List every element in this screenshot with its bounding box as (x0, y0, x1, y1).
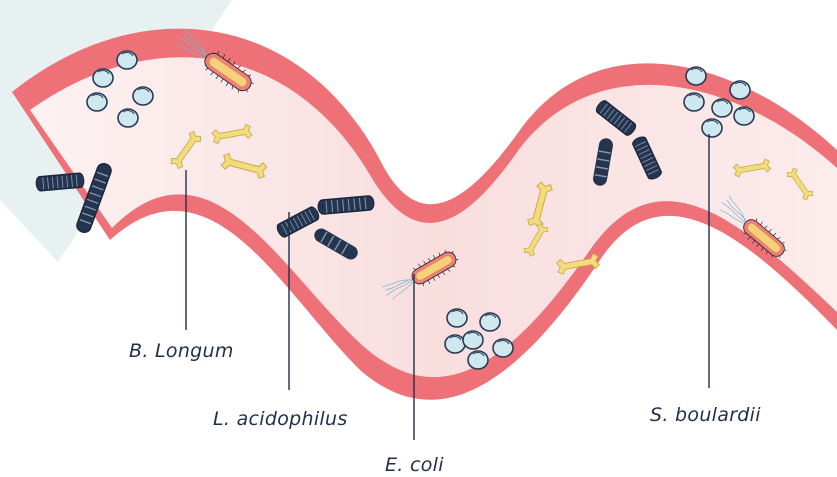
label-b-longum: B. Longum (129, 340, 234, 362)
label-l-acidophilus: L. acidophilus (213, 408, 348, 430)
label-e-coli: E. coli (385, 454, 444, 476)
label-s-boulardii: S. boulardii (650, 404, 761, 426)
